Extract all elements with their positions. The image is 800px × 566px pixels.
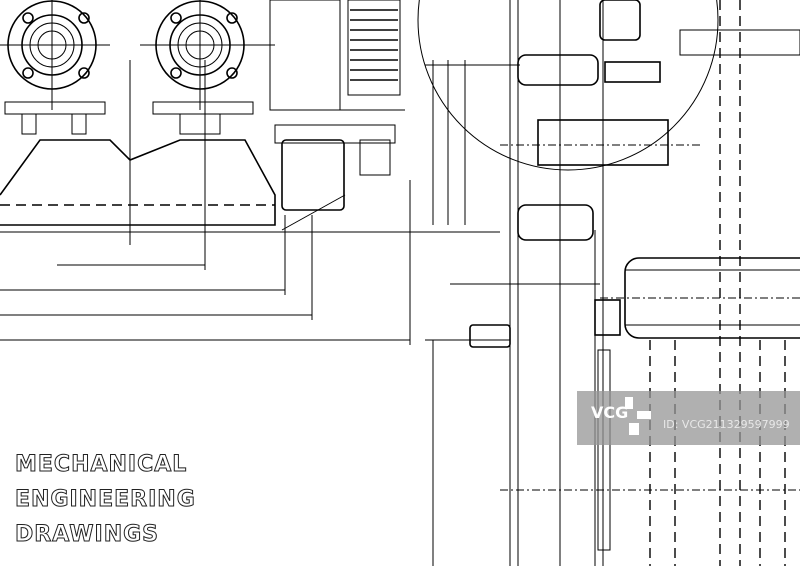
title-line-2: ENGINEERING [15, 487, 196, 513]
title-line-1: MECHANICAL [14, 452, 188, 478]
watermark: VCG ID: VCG211329597999 [577, 391, 800, 445]
vertical-rails [469, 0, 800, 566]
detail-circle [417, 0, 800, 171]
watermark-logo: VCG [591, 403, 629, 422]
watermark-logo-petal [629, 423, 639, 435]
spring [269, 0, 405, 111]
machine-base [0, 124, 500, 233]
watermark-logo-petal [637, 411, 651, 419]
cylinder [594, 257, 800, 339]
dimension-lines [0, 60, 600, 566]
title-line-3: DRAWINGS [14, 522, 160, 548]
flange-right [140, 0, 275, 135]
watermark-id: ID: VCG211329597999 [663, 418, 790, 431]
watermark-logo-petal [625, 397, 633, 409]
flange-left [0, 0, 110, 135]
